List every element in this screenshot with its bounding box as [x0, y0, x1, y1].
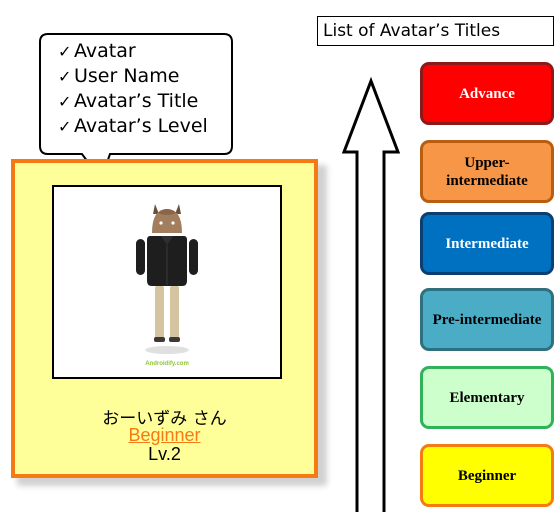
- title-box-label: Upper-intermediate: [446, 154, 528, 189]
- title-box-elementary: Elementary: [420, 366, 554, 429]
- checkmark-icon: ✓: [58, 92, 72, 111]
- user-name: おーいずみ さん: [102, 409, 227, 429]
- title-box-label: Intermediate: [445, 235, 529, 252]
- profile-field-item: ✓Avatar: [58, 39, 208, 64]
- checkmark-icon: ✓: [58, 67, 72, 86]
- title-box-advance: Advance: [420, 62, 554, 125]
- title-box-upper-intermediate: Upper-intermediate: [420, 140, 554, 203]
- watermark-text: Androidify.com: [145, 361, 189, 367]
- title-box-label: Advance: [459, 85, 515, 102]
- title-box-label: Elementary: [449, 389, 525, 406]
- title-box-label: Beginner: [457, 467, 517, 484]
- profile-field-label: Avatar’s Title: [74, 90, 199, 112]
- profile-card: Androidify.com おーいずみ さん Beginner Lv.2: [11, 159, 318, 478]
- avatar-frame: Androidify.com: [52, 185, 282, 379]
- title-box-beginner: Beginner: [420, 444, 554, 507]
- profile-field-item: ✓User Name: [58, 64, 208, 89]
- titles-list-header: List of Avatar’s Titles: [317, 16, 554, 46]
- profile-fields-list: ✓Avatar✓User Name✓Avatar’s Title✓Avatar’…: [58, 39, 208, 139]
- profile-field-item: ✓Avatar’s Level: [58, 114, 208, 139]
- avatar-title-link[interactable]: Beginner: [128, 425, 201, 445]
- avatar-level: Lv.2: [148, 444, 181, 464]
- checkmark-icon: ✓: [58, 42, 72, 61]
- checkmark-icon: ✓: [58, 117, 72, 136]
- avatar-image: [136, 204, 198, 354]
- title-box-pre-intermediate: Pre-intermediate: [420, 288, 554, 351]
- title-box-intermediate: Intermediate: [420, 212, 554, 275]
- profile-field-label: Avatar: [74, 40, 136, 62]
- profile-field-label: User Name: [74, 65, 180, 87]
- profile-field-label: Avatar’s Level: [74, 115, 208, 137]
- title-box-label: Pre-intermediate: [432, 311, 542, 328]
- profile-field-item: ✓Avatar’s Title: [58, 89, 208, 114]
